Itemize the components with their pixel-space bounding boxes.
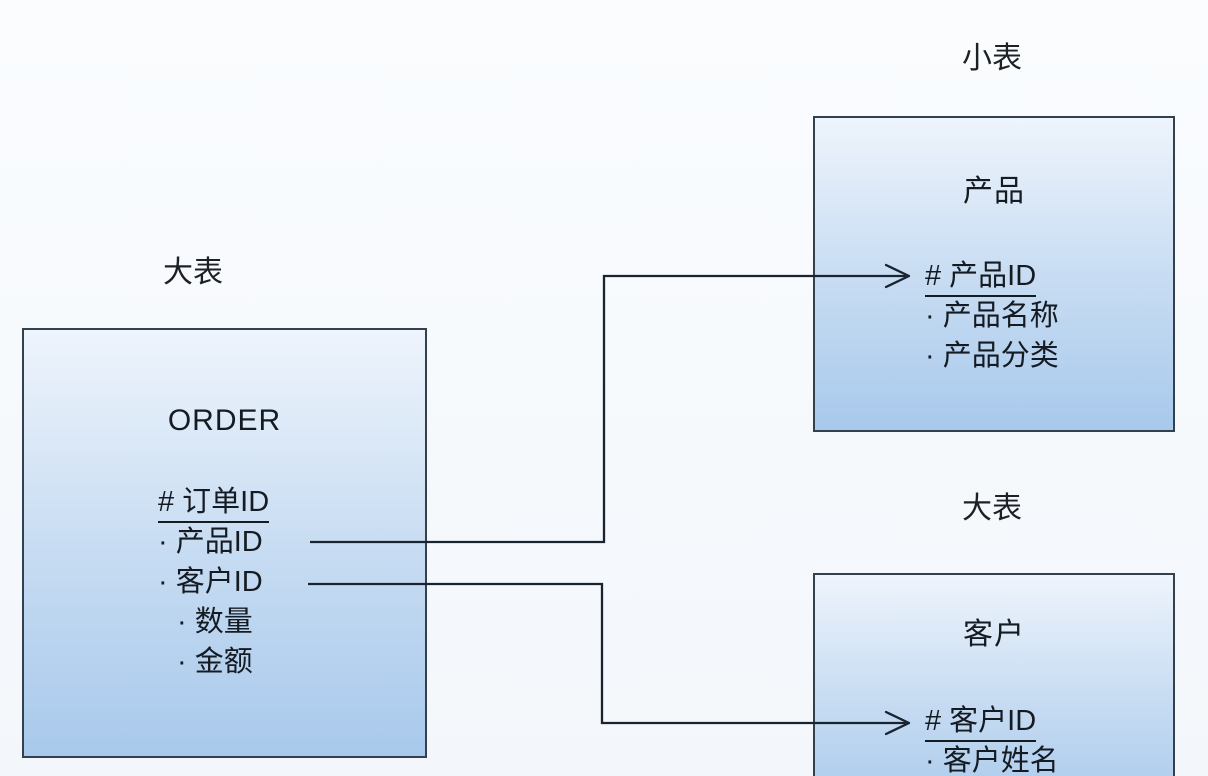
product-primary-key-text: # 产品ID xyxy=(925,259,1037,297)
product-box-size-label: 小表 xyxy=(962,42,1022,75)
customer-field-primary-key: # 客户ID xyxy=(925,701,1059,742)
product-table-fields: # 产品ID · 产品名称 · 产品分类 xyxy=(925,256,1059,376)
customer-table-fields: # 客户ID · 客户姓名 xyxy=(925,701,1059,776)
order-field-quantity: · 数量 xyxy=(177,606,253,638)
product-table-title: 产品 xyxy=(963,175,1025,208)
product-field-primary-key: # 产品ID xyxy=(925,256,1059,297)
customer-field-name: · 客户姓名 xyxy=(925,745,1059,776)
order-field-customer-id: · 客户ID xyxy=(158,566,263,598)
order-box-size-label: 大表 xyxy=(163,256,223,289)
product-field-name: · 产品名称 xyxy=(925,300,1059,332)
order-primary-key-text: # 订单ID xyxy=(158,485,270,523)
order-field-product-id: · 产品ID xyxy=(158,526,263,558)
order-table-box: ORDER # 订单ID · 产品ID · 客户ID · 数量 · 金额 xyxy=(22,328,427,758)
order-field-amount: · 金额 xyxy=(177,646,253,678)
product-field-category: · 产品分类 xyxy=(925,340,1059,372)
customer-table-box: 客户 # 客户ID · 客户姓名 xyxy=(813,573,1175,776)
order-field-primary-key: # 订单ID xyxy=(158,482,270,523)
order-table-title: ORDER xyxy=(167,404,282,437)
customer-table-title: 客户 xyxy=(963,618,1025,651)
product-table-box: 产品 # 产品ID · 产品名称 · 产品分类 xyxy=(813,116,1175,432)
customer-primary-key-text: # 客户ID xyxy=(925,704,1037,742)
order-table-fields: # 订单ID · 产品ID · 客户ID · 数量 · 金额 xyxy=(158,482,270,682)
customer-box-size-label: 大表 xyxy=(962,492,1022,525)
